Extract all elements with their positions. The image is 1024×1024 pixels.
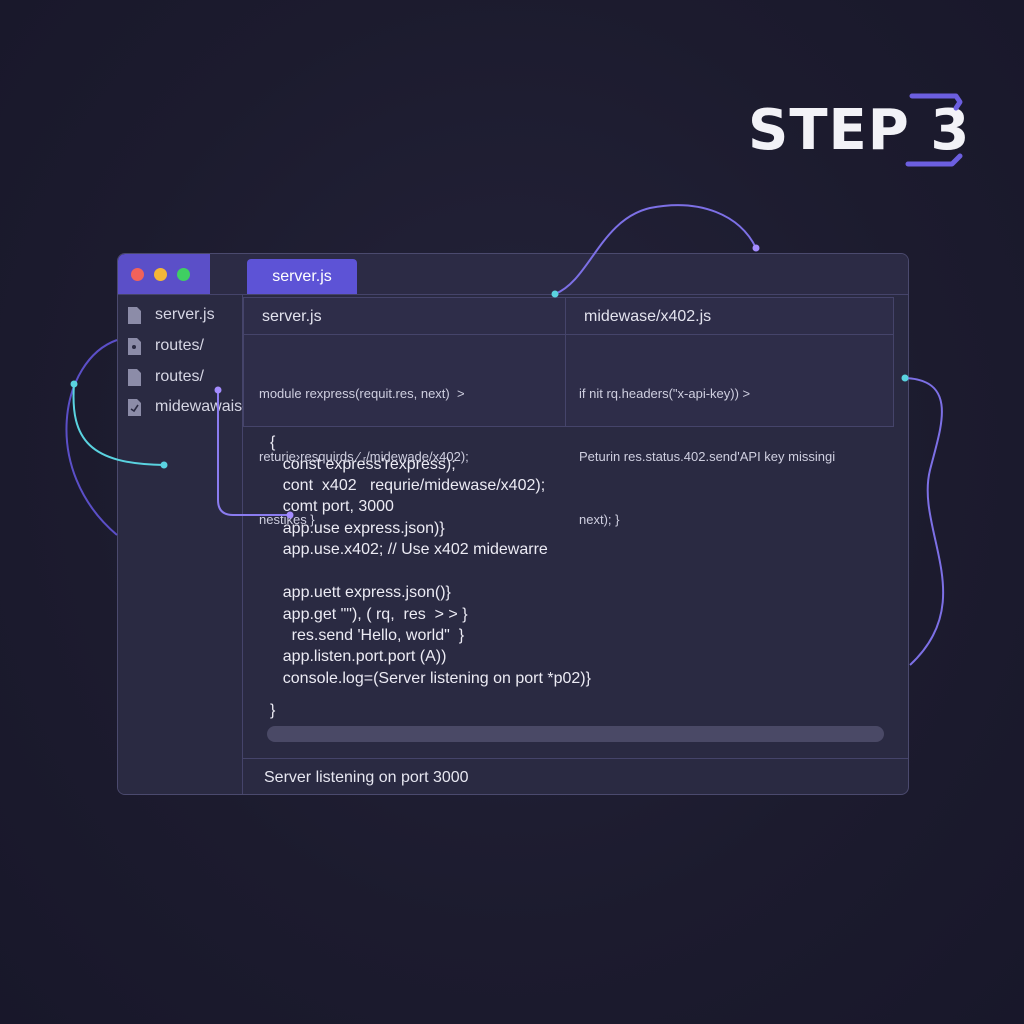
file-explorer: server.js routes/ routes/ midewawaise/x4… <box>118 295 306 794</box>
code-line: cont x402 requrie/midewase/x402); <box>265 477 546 494</box>
tab-server-js[interactable]: server.js <box>247 259 357 294</box>
sidebar-item-server-js[interactable]: server.js <box>128 303 215 327</box>
sidebar-item-label: routes/ <box>155 368 204 385</box>
pane-title-middleware[interactable]: midewase/x402.js <box>566 298 893 335</box>
code-editor[interactable]: { const express'rexpress); cont x402 req… <box>243 428 894 728</box>
pane-code-middleware[interactable]: if nit rq.headers("x-api-key)) > Peturin… <box>566 335 893 527</box>
file-icon <box>128 306 141 324</box>
step-bracket-decoration <box>905 93 963 167</box>
title-bar: server.js <box>118 254 908 295</box>
connector-node <box>752 244 760 252</box>
connector-right-curve <box>904 377 945 666</box>
sidebar-item-routes-2[interactable]: routes/ <box>128 365 204 389</box>
split-preview: server.js midewase/x402.js module rexpre… <box>243 297 894 527</box>
editor-main: server.js midewase/x402.js module rexpre… <box>243 295 908 794</box>
sidebar-item-routes[interactable]: routes/ <box>128 334 204 358</box>
code-line: module rexpress(requit.res, next) > <box>259 386 465 401</box>
code-line: comt port, 3000 <box>265 498 394 515</box>
editor-window: server.js server.js routes/ routes/ mide… <box>117 253 909 795</box>
step-heading: STEP 3 <box>748 98 971 163</box>
code-line: next); } <box>579 512 620 527</box>
code-line: app.listen.port.port (A)) <box>265 648 447 665</box>
sidebar-item-label: server.js <box>155 306 215 323</box>
terminal-output: Server listening on port 3000 <box>243 758 908 794</box>
code-line: app.use.x402; // Use x402 midewarre <box>265 541 548 558</box>
file-check-icon <box>128 398 141 416</box>
connector-left-arc <box>65 339 118 536</box>
file-icon <box>128 368 141 386</box>
code-line: { <box>270 434 276 451</box>
code-line: app.uett express.json()} <box>265 584 451 601</box>
close-window-button[interactable] <box>131 268 144 281</box>
code-line: Peturin res.status.402.send'API key miss… <box>579 449 836 464</box>
code-line: } <box>270 702 276 719</box>
window-controls <box>118 254 210 294</box>
code-line: res.send 'Hello, world" } <box>265 627 465 644</box>
connector-node <box>70 380 78 388</box>
code-line: console.log=(Server listening on port *p… <box>265 670 591 687</box>
code-line: app.get ""), ( rq, res > > } <box>265 606 468 623</box>
code-line: if nit rq.headers("x-api-key)) > <box>579 386 751 401</box>
sidebar-item-label: routes/ <box>155 337 204 354</box>
horizontal-scrollbar[interactable] <box>267 726 884 742</box>
pane-title-server-js[interactable]: server.js <box>244 298 566 335</box>
maximize-window-button[interactable] <box>177 268 190 281</box>
folder-icon <box>128 337 141 355</box>
code-line: const express'rexpress); <box>265 456 456 473</box>
pane-code-server-js[interactable]: module rexpress(requit.res, next) > retu… <box>244 335 566 527</box>
minimize-window-button[interactable] <box>154 268 167 281</box>
code-line: app.use express.json)} <box>265 520 445 537</box>
